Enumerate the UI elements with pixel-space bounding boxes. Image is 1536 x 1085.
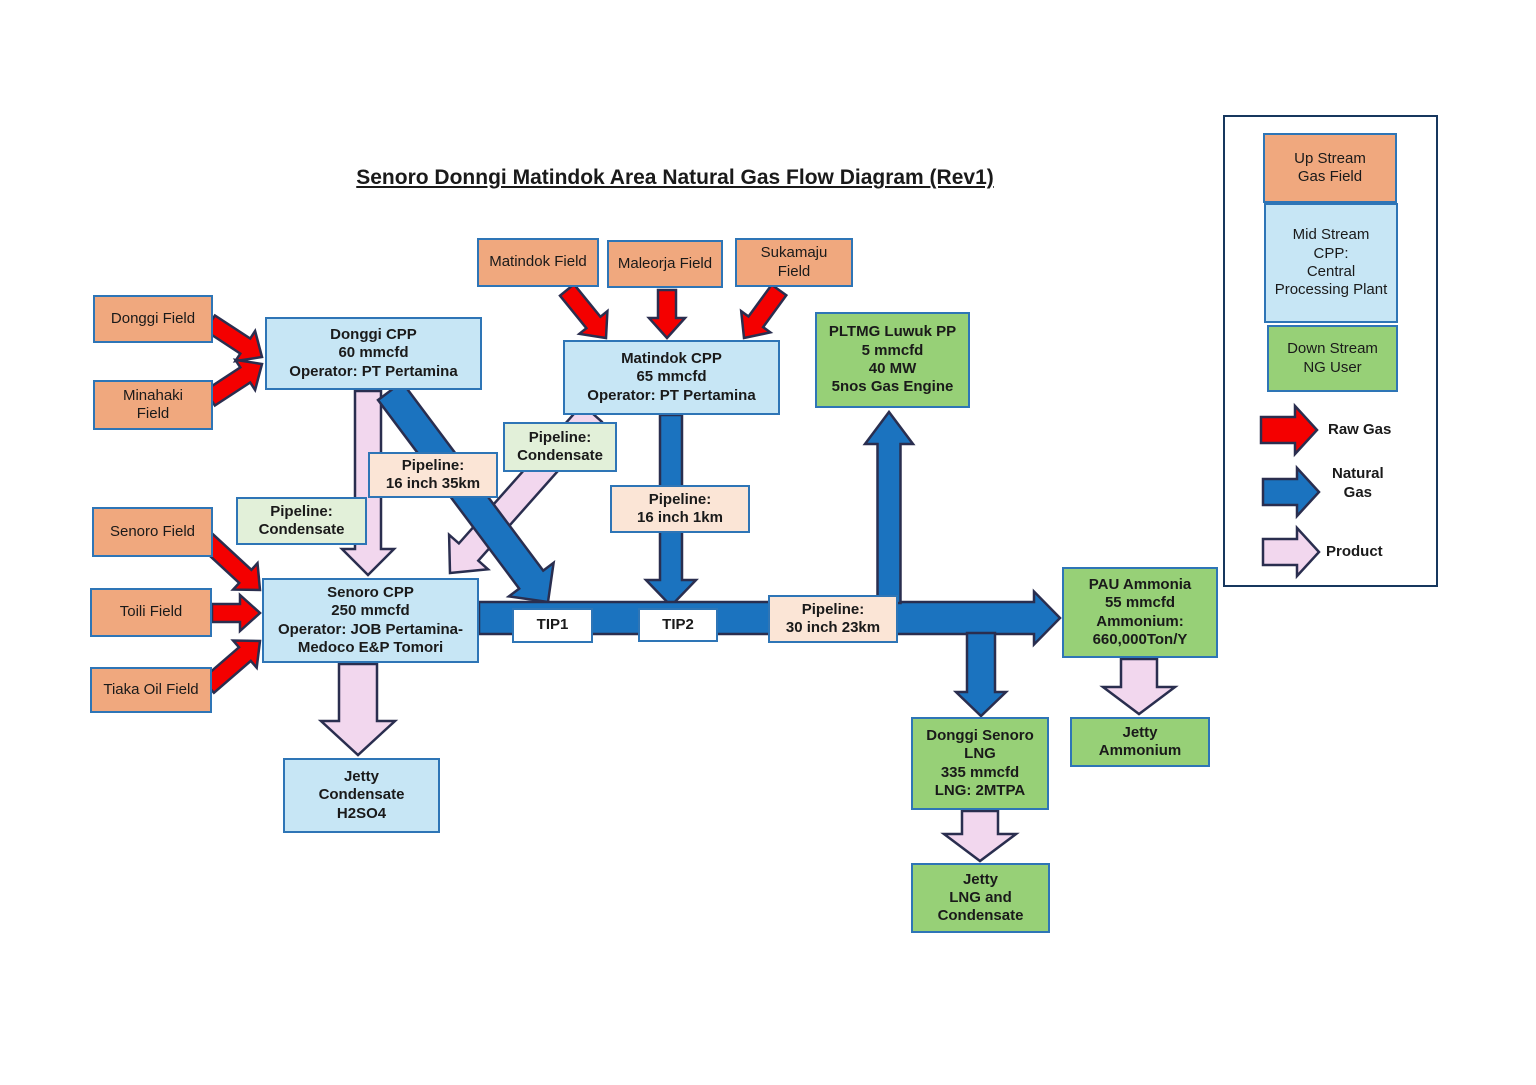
- raw-donggi-field-to-donggi-cpp: [203, 313, 264, 363]
- node-donggi-senoro-lng: Donggi Senoro LNG 335 mmcfd LNG: 2MTPA: [911, 717, 1049, 810]
- gas-pipeline-to-lng: [952, 631, 1010, 718]
- node-toili-field-label: Toili Field: [119, 603, 183, 621]
- product-senoro-cpp-to-jetty-condensate: [317, 662, 399, 757]
- node-tiaka-oil-field-label: Tiaka Oil Field: [103, 680, 199, 698]
- node-matindok-cpp-label: Matindok CPP 65 mmcfd Operator: PT Perta…: [587, 350, 756, 404]
- node-minahaki-field: Minahaki Field: [93, 380, 213, 430]
- node-tiaka-oil-field: Tiaka Oil Field: [90, 667, 212, 713]
- legend-upstream-gas-field: Up Stream Gas Field: [1263, 133, 1397, 203]
- node-maleorja-field-label: Maleorja Field: [617, 254, 713, 272]
- node-jetty-lng-condensate: Jetty LNG and Condensate: [911, 863, 1050, 933]
- label-pipeline-condensate-left: Pipeline: Condensate: [236, 497, 367, 545]
- legend-midstream-cpp: Mid Stream CPP: Central Processing Plant: [1264, 203, 1398, 323]
- raw-matindok-field-to-matindok-cpp: [558, 282, 609, 340]
- node-donggi-senoro-lng-label: Donggi Senoro LNG 335 mmcfd LNG: 2MTPA: [926, 726, 1034, 799]
- node-donggi-field: Donggi Field: [93, 295, 213, 343]
- legend-product-label: Product: [1326, 543, 1383, 560]
- node-tip2: TIP2: [638, 608, 718, 642]
- label-pipeline-16inch-35km: Pipeline: 16 inch 35km: [368, 452, 498, 498]
- legend-natural-gas-arrow: [1261, 464, 1321, 520]
- node-donggi-cpp-label: Donggi CPP 60 mmcfd Operator: PT Pertami…: [289, 326, 458, 380]
- node-sukamaju-field-label: Sukamaju Field: [760, 244, 828, 280]
- node-tip1-label: TIP1: [536, 616, 569, 634]
- node-pau-ammonia: PAU Ammonia 55 mmcfd Ammonium: 660,000To…: [1062, 567, 1218, 658]
- node-senoro-field: Senoro Field: [92, 507, 213, 557]
- label-pipeline-16inch-1km: Pipeline: 16 inch 1km: [610, 485, 750, 533]
- raw-sukamaju-field-to-matindok-cpp: [739, 282, 789, 340]
- node-maleorja-field: Maleorja Field: [607, 240, 723, 288]
- node-jetty-ammonium: Jetty Ammonium: [1070, 717, 1210, 767]
- node-sukamaju-field: Sukamaju Field: [735, 238, 853, 287]
- node-senoro-cpp-label: Senoro CPP 250 mmcfd Operator: JOB Perta…: [277, 583, 464, 656]
- node-pau-ammonia-label: PAU Ammonia 55 mmcfd Ammonium: 660,000To…: [1088, 575, 1192, 648]
- raw-maleorja-field-to-matindok-cpp: [646, 288, 688, 340]
- legend-frame: [1223, 115, 1438, 587]
- node-jetty-lng-condensate-label: Jetty LNG and Condensate: [937, 870, 1024, 925]
- node-senoro-field-label: Senoro Field: [109, 522, 196, 540]
- node-donggi-cpp: Donggi CPP 60 mmcfd Operator: PT Pertami…: [265, 317, 482, 390]
- legend-raw-gas-label: Raw Gas: [1328, 421, 1392, 438]
- raw-toili-field-to-senoro-cpp: [210, 592, 262, 634]
- label-pipeline-30inch-23km-text: Pipeline: 30 inch 23km: [785, 600, 881, 636]
- legend-natural-gas-label: Natural Gas: [1332, 465, 1384, 501]
- diagram-title: Senoro Donngi Matindok Area Natural Gas …: [356, 166, 994, 189]
- legend-midstream-label: Mid Stream CPP: Central Processing Plant: [1274, 226, 1388, 299]
- label-pipeline-16inch-35km-text: Pipeline: 16 inch 35km: [385, 456, 481, 492]
- gas-pipeline-to-pltmg: [862, 409, 916, 605]
- node-pltmg-luwuk-pp-label: PLTMG Luwuk PP 5 mmcfd 40 MW 5nos Gas En…: [828, 323, 957, 396]
- node-matindok-field-label: Matindok Field: [489, 253, 587, 271]
- node-senoro-cpp: Senoro CPP 250 mmcfd Operator: JOB Perta…: [262, 578, 479, 663]
- node-tip1: TIP1: [512, 608, 593, 643]
- product-pau-ammonia-to-jetty-ammonium: [1099, 657, 1179, 716]
- node-donggi-field-label: Donggi Field: [110, 309, 196, 327]
- label-pipeline-condensate-left-text: Pipeline: Condensate: [258, 502, 345, 538]
- raw-senoro-field-to-senoro-cpp: [199, 532, 262, 592]
- legend-raw-gas-arrow: [1259, 402, 1319, 458]
- legend-product-arrow: [1261, 524, 1321, 580]
- node-tip2-label: TIP2: [662, 615, 694, 633]
- node-minahaki-field-label: Minahaki Field: [122, 386, 184, 422]
- label-pipeline-condensate-right-text: Pipeline: Condensate: [517, 428, 603, 464]
- raw-minahaki-field-to-donggi-cpp: [203, 358, 264, 408]
- legend-downstream-ng-user: Down Stream NG User: [1267, 325, 1398, 392]
- label-pipeline-30inch-23km: Pipeline: 30 inch 23km: [768, 595, 898, 643]
- node-jetty-condensate-label: Jetty Condensate H2SO4: [318, 768, 405, 822]
- label-pipeline-16inch-1km-text: Pipeline: 16 inch 1km: [637, 490, 723, 526]
- node-toili-field: Toili Field: [90, 588, 212, 637]
- node-jetty-condensate: Jetty Condensate H2SO4: [283, 758, 440, 833]
- node-jetty-ammonium-label: Jetty Ammonium: [1098, 723, 1182, 759]
- label-pipeline-condensate-right: Pipeline: Condensate: [503, 422, 617, 472]
- node-matindok-field: Matindok Field: [477, 238, 599, 287]
- legend-upstream-label: Up Stream Gas Field: [1294, 149, 1366, 185]
- node-matindok-cpp: Matindok CPP 65 mmcfd Operator: PT Perta…: [563, 340, 780, 415]
- product-lng-to-jetty-lng: [940, 809, 1020, 863]
- node-pltmg-luwuk-pp: PLTMG Luwuk PP 5 mmcfd 40 MW 5nos Gas En…: [815, 312, 970, 408]
- legend-downstream-label: Down Stream NG User: [1287, 340, 1378, 376]
